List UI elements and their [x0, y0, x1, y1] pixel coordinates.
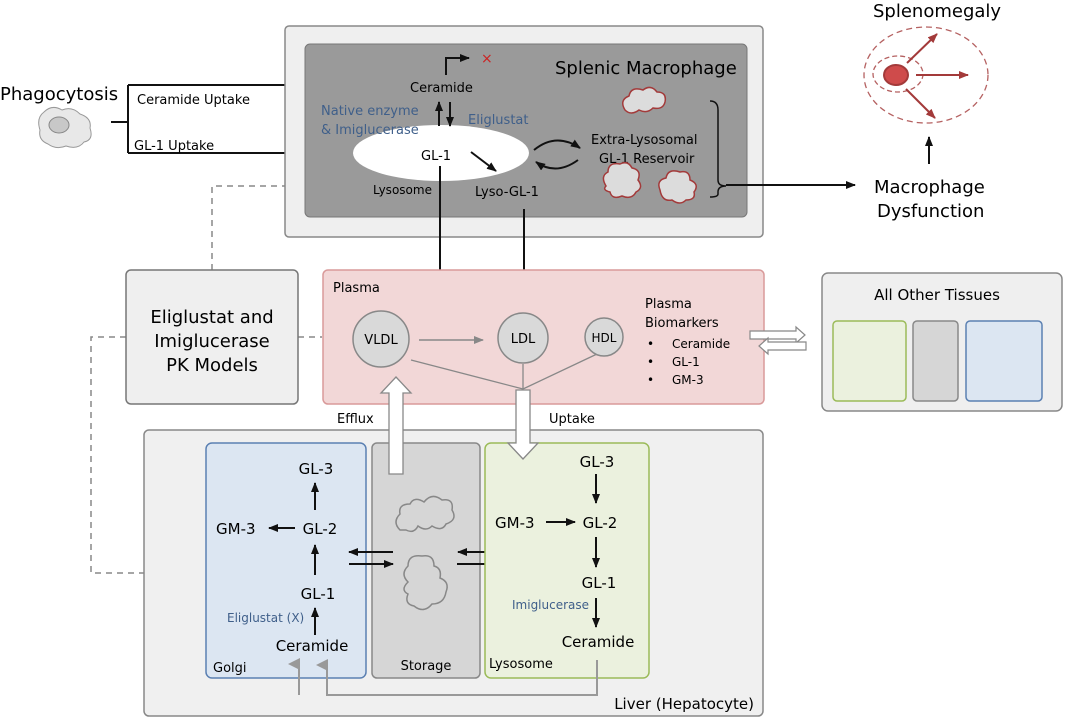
uptake-label: Uptake: [549, 412, 595, 427]
pk-models-label-2: Imiglucerase: [154, 331, 270, 352]
pk-models-rect: [125, 269, 299, 405]
reservoir-exchange-arrow-bottom: [535, 159, 579, 171]
plasma-title: Plasma: [333, 281, 380, 296]
uptake-arrow: [506, 389, 540, 460]
other-tissues-panel: All Other Tissues: [821, 272, 1063, 412]
plasma-panel: Plasma VLDL LDL HDL Plasma Biomarkers • …: [322, 269, 765, 405]
pk-models-label-3: PK Models: [166, 355, 258, 376]
ceramide-degradation-arrow: [445, 54, 470, 75]
efflux-label: Efflux: [337, 412, 374, 427]
expansion-arrow-up: [906, 33, 938, 64]
vldl-circle: [352, 310, 410, 368]
lysosome-ellipse: [353, 125, 529, 181]
efflux-uptake-arrows: Efflux Uptake: [337, 376, 595, 475]
splenomegaly-label: Splenomegaly: [873, 1, 1001, 22]
biomarker-bullet: •: [647, 337, 654, 351]
dysfunction-label-1: Macrophage: [874, 177, 985, 198]
tissue-lysosome-box: [832, 320, 907, 402]
lipid-deposit-icon: [658, 170, 697, 204]
to-tissues-arrow: [749, 325, 806, 345]
lysosome-label: Lysosome: [489, 657, 553, 672]
lysosome-gl2: GL-2: [583, 514, 618, 532]
tissue-golgi-box: [965, 320, 1043, 402]
hdl-label: HDL: [592, 331, 617, 345]
outcomes-group: Splenomegaly Macrophage Dysfunction: [863, 1, 1001, 222]
storage-box: [371, 442, 481, 679]
lipoprotein-uptake-lines: [410, 353, 598, 390]
reservoir-label-1: Extra-Lysosomal: [591, 133, 697, 148]
splenic-macrophage-title: Splenic Macrophage: [555, 58, 737, 79]
phagocytosis-connector: [111, 85, 129, 153]
biomarker-bullet: •: [647, 355, 654, 369]
biomarker-item: Ceramide: [672, 337, 730, 351]
other-tissues-title: All Other Tissues: [874, 286, 1000, 304]
blocked-mark: ×: [481, 51, 493, 67]
lipid-deposit-icon: [602, 161, 642, 199]
lipid-deposit-icon: [622, 86, 667, 114]
pk-models-label-1: Eliglustat and: [150, 307, 273, 328]
golgi-inhibitor-label: Eliglustat (X): [227, 611, 304, 625]
golgi-ceramide: Ceramide: [276, 637, 349, 655]
biomarkers-title-2: Biomarkers: [645, 316, 719, 331]
biomarker-bullet: •: [647, 373, 654, 387]
biomarker-item: GM-3: [672, 373, 704, 387]
lysosome-gl3: GL-3: [580, 453, 615, 471]
liver-lysosome-box: [484, 442, 650, 679]
spleen-lysosome-label: Lysosome: [373, 183, 432, 197]
golgi-gl2: GL-2: [303, 520, 338, 538]
golgi-gl1: GL-1: [301, 585, 336, 603]
biomarker-item: GL-1: [672, 355, 700, 369]
lysosome-gl1: GL-1: [582, 574, 617, 592]
biomarker-list: • Ceramide • GL-1 • GM-3: [647, 337, 730, 387]
lysosome-ceramide: Ceramide: [562, 633, 635, 651]
stored-lipid-icon: [403, 554, 448, 611]
spleen-gl1: GL-1: [421, 149, 451, 164]
stored-lipid-icons: [395, 495, 455, 611]
ceramide-recycle-line: [316, 659, 598, 696]
lysosome-enzyme-label: Imiglucerase: [512, 598, 589, 612]
gl1-to-lyso-gl1-arrow: [470, 151, 497, 172]
biomarkers-title-1: Plasma: [645, 297, 692, 312]
expansion-arrow-down: [905, 88, 936, 119]
lyso-gl1-label: Lyso-GL-1: [475, 185, 539, 200]
ldl-circle: [497, 312, 549, 364]
liver-title: Liver (Hepatocyte): [614, 695, 754, 713]
lysosome-gm3: GM-3: [495, 514, 535, 532]
from-tissues-arrow: [758, 336, 807, 356]
golgi-label: Golgi: [213, 661, 247, 676]
stored-lipid-icon: [395, 495, 455, 533]
gl1-uptake-label: GL-1 Uptake: [134, 139, 214, 154]
golgi-gl3: GL-3: [299, 460, 334, 478]
pk-to-liver-link: [90, 336, 144, 574]
liver-panel: Liver (Hepatocyte) Golgi GL-3 GL-2 GM-3 …: [143, 429, 764, 717]
tissue-exchange-arrows: [749, 325, 807, 356]
spleen-ceramide: Ceramide: [410, 81, 473, 96]
pk-model-links: [90, 185, 322, 574]
pk-models-box: Eliglustat and Imiglucerase PK Models: [125, 269, 299, 405]
spleen-outer-dashed: [863, 26, 989, 124]
lipid-deposit-icons: [602, 86, 697, 204]
pk-to-spleen-link: [211, 185, 286, 270]
native-enzyme-label-2: & Imiglucerase: [321, 123, 419, 138]
storage-label: Storage: [401, 659, 452, 674]
hdl-circle: [584, 317, 624, 357]
ceramide-uptake-label: Ceramide Uptake: [137, 93, 250, 108]
golgi-gm3: GM-3: [216, 520, 256, 538]
golgi-box: [205, 442, 367, 679]
efflux-arrow: [379, 376, 413, 475]
splenic-macrophage-panel: Splenic Macrophage Ceramide × Native enz…: [284, 25, 856, 238]
phagocytosis-label: Phagocytosis: [0, 84, 118, 105]
enlarged-cell-icon: [883, 64, 909, 86]
dysfunction-label-2: Dysfunction: [877, 201, 984, 222]
cell-nucleus-icon: [48, 116, 70, 134]
ldl-label: LDL: [511, 332, 536, 347]
eliglustat-label: Eliglustat: [468, 113, 528, 128]
vldl-label: VLDL: [364, 333, 398, 348]
reservoir-exchange-arrow-top: [533, 139, 581, 151]
native-enzyme-label-1: Native enzyme: [321, 104, 419, 119]
tissue-storage-box: [912, 320, 959, 402]
